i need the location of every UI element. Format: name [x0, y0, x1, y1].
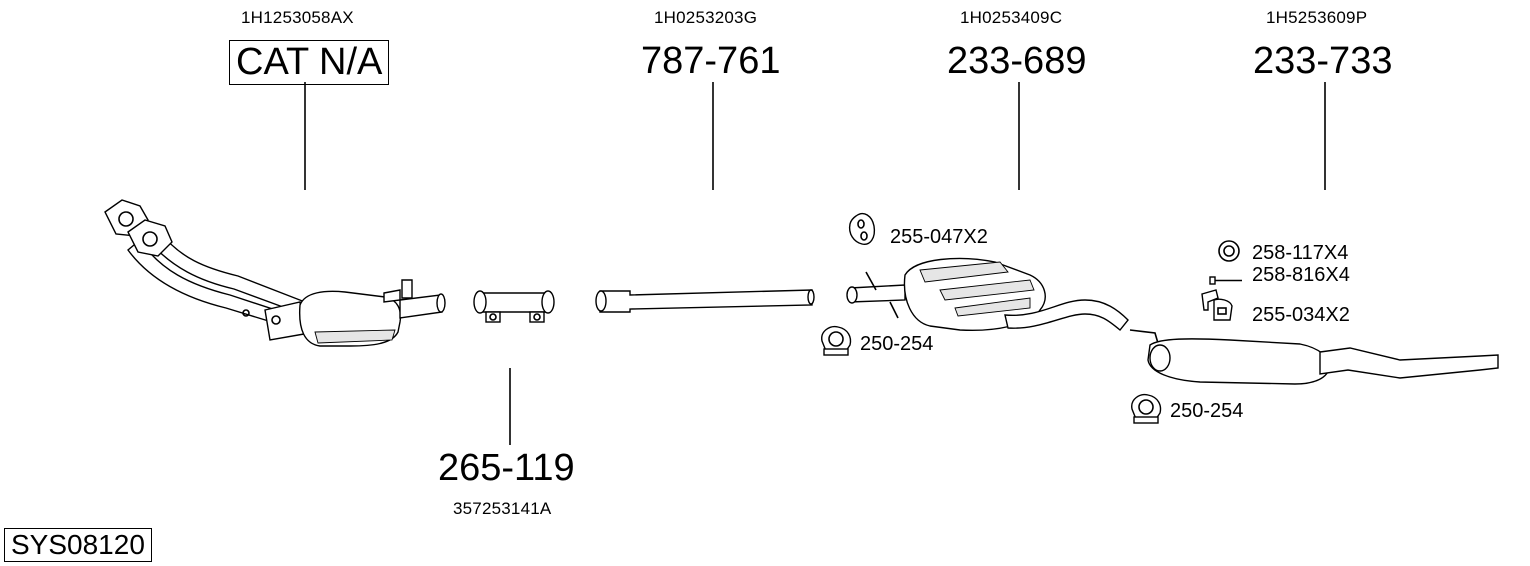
intermediate-pipe-part: [595, 289, 815, 313]
accessory-label-pipe-clamp-middle: 250-254: [860, 333, 934, 355]
accessory-label-ring-gasket: 258-117X4: [1252, 242, 1349, 264]
pipe-clamp-icon: [1131, 393, 1162, 424]
accessory-label-mounting-bracket: 255-034X2: [1252, 304, 1350, 326]
accessory-label-bolt: 258-816X4: [1252, 264, 1350, 286]
oem-number-233-733: 1H5253609P: [1266, 8, 1368, 27]
bolt-icon: [1209, 276, 1242, 285]
oem-number-787-761: 1H0253203G: [654, 8, 758, 27]
part-number-265-119: 265-119: [438, 447, 575, 489]
ring-gasket-icon: [1218, 240, 1240, 262]
part-number-233-689: 233-689: [947, 40, 1087, 82]
centre-silencer-part: [846, 257, 1129, 332]
oem-number-265-119: 357253141A: [453, 499, 552, 518]
part-number-cat: CAT N/A: [229, 40, 390, 85]
accessory-label-rubber-hanger: 255-047X2: [890, 226, 988, 248]
oem-number-233-689: 1H0253409C: [960, 8, 1063, 27]
rubber-hanger-icon: [848, 212, 876, 245]
accessory-label-pipe-clamp-rear: 250-254: [1170, 400, 1244, 422]
rear-silencer-part: [1129, 329, 1499, 385]
oem-number-cat: 1H1253058AX: [241, 8, 354, 27]
part-number-233-733: 233-733: [1253, 40, 1393, 82]
catalytic-converter-part: [104, 199, 446, 347]
mounting-bracket-icon: [1201, 289, 1233, 321]
pipe-clamp-icon: [821, 325, 852, 356]
part-number-787-761: 787-761: [641, 40, 781, 82]
system-code-badge: SYS08120: [4, 528, 152, 563]
connector-sleeve-part: [473, 290, 555, 323]
